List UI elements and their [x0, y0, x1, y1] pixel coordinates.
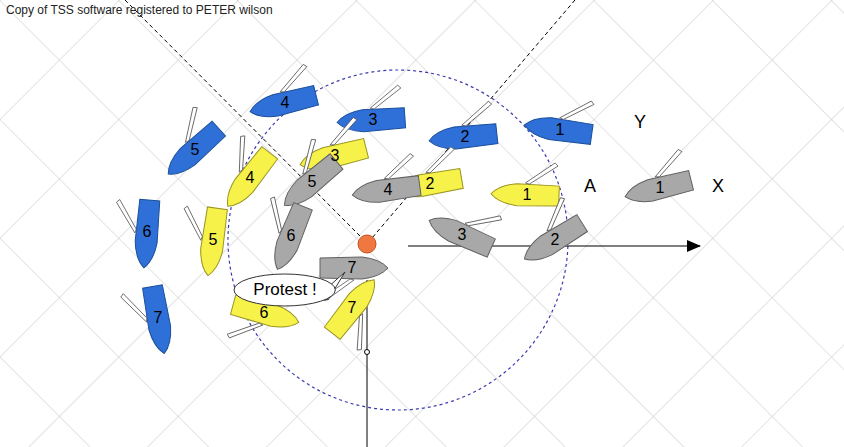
sail	[650, 149, 686, 178]
boat	[202, 132, 279, 213]
boat	[426, 101, 498, 152]
callout-number: 2	[426, 176, 435, 192]
boat	[523, 92, 596, 145]
sail	[180, 206, 206, 241]
boats	[111, 63, 694, 359]
bubble-text: Protest !	[253, 280, 316, 300]
boat	[175, 204, 228, 277]
boat	[491, 161, 560, 207]
sail	[226, 316, 263, 346]
sail	[275, 64, 311, 93]
sail	[381, 153, 416, 179]
callout-number: 5	[308, 174, 317, 190]
hull	[351, 175, 421, 206]
hull	[425, 210, 496, 258]
point	[365, 350, 370, 355]
boat-name: A	[584, 177, 596, 195]
mark	[358, 235, 376, 253]
boat	[120, 285, 175, 360]
callout-number: 7	[348, 300, 357, 316]
callout-number: 4	[246, 170, 255, 186]
callout-number: 4	[384, 182, 393, 198]
hull	[491, 183, 560, 207]
boat	[111, 197, 161, 269]
sail	[171, 105, 210, 143]
boat	[247, 194, 313, 274]
sail	[223, 134, 260, 173]
callout-number: 4	[281, 95, 290, 111]
callout-number: 6	[287, 228, 296, 244]
boat	[507, 195, 588, 268]
sail	[560, 97, 595, 123]
hull	[428, 123, 498, 152]
watermark: Copy of TSS software registered to PETER…	[6, 4, 273, 16]
zone-circle	[228, 70, 568, 410]
layline	[125, 0, 362, 238]
callout-number: 1	[523, 187, 532, 203]
sail	[325, 117, 361, 146]
sail	[460, 101, 494, 126]
boat	[425, 190, 505, 258]
callout-number: 6	[260, 305, 269, 321]
callout-number: 3	[369, 112, 378, 128]
boat	[617, 148, 694, 207]
sail	[120, 290, 147, 325]
sail	[369, 85, 402, 109]
boat	[146, 104, 226, 182]
bubble-ellipse	[234, 274, 335, 306]
callout-number: 3	[331, 148, 340, 164]
callout-number: 7	[154, 310, 163, 326]
callout-number: 5	[209, 232, 218, 248]
callout-number: 7	[348, 260, 357, 276]
sail	[289, 137, 328, 174]
sail	[536, 196, 575, 232]
callout-number: 1	[556, 122, 565, 138]
hull	[219, 146, 278, 213]
speech-bubble: Protest !	[233, 273, 336, 307]
sail	[114, 199, 139, 233]
callout-number: 5	[191, 142, 200, 158]
callout-number: 1	[656, 180, 665, 196]
sail	[465, 204, 503, 237]
sail	[525, 162, 558, 185]
callout-number: 2	[551, 232, 560, 248]
hull	[523, 114, 593, 145]
boat	[348, 153, 421, 206]
callout-number: 2	[461, 129, 470, 145]
hull	[161, 120, 226, 182]
hull	[197, 207, 228, 277]
boat-name: X	[712, 177, 724, 195]
boat-name: Y	[634, 113, 646, 131]
boat	[242, 63, 319, 122]
sail	[422, 146, 457, 173]
hull	[320, 257, 388, 279]
hull	[133, 199, 161, 269]
callout-number: 6	[143, 224, 152, 240]
sail	[342, 313, 379, 352]
callout-number: 3	[458, 227, 467, 243]
